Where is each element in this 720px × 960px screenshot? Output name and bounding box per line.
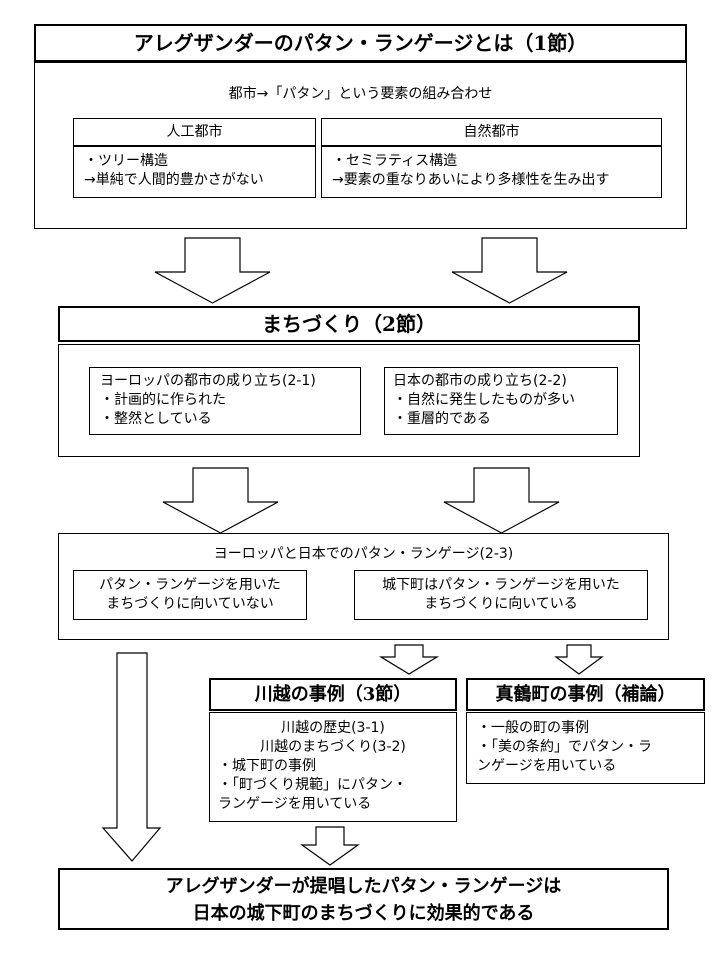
- natural-city-label-box: 自然都市: [321, 118, 662, 146]
- natural-city-content-box: ・セミラティス構造 →要素の重なりあいにより多様性を生み出す: [321, 146, 662, 198]
- artificial-city-label-box: 人工都市: [73, 118, 316, 146]
- manazuru-bullet-1: ・一般の町の事例: [477, 720, 589, 736]
- down-arrow-icon: [154, 237, 271, 304]
- section1-title: アレグザンダーのパタン・ランゲージとは（1節）: [133, 31, 588, 55]
- artificial-city-line-1: ・ツリー構造: [84, 153, 168, 169]
- section1-title-box: アレグザンダーのパタン・ランゲージとは（1節）: [34, 24, 687, 62]
- europe-city-heading: ヨーロッパの都市の成り立ち(2-1): [100, 373, 316, 389]
- europe-city-line-1: ・計画的に作られた: [100, 392, 226, 408]
- natural-city-line-2: →要素の重なりあいにより多様性を生み出す: [332, 172, 610, 188]
- manazuru-title: 真鶴町の事例（補論）: [495, 684, 676, 705]
- section23-right-line-1: 城下町はパタン・ランゲージを用いた: [382, 577, 620, 593]
- japan-city-line-1: ・自然に発生したものが多い: [393, 392, 575, 408]
- artificial-city-content-box: ・ツリー構造 →単純で人間的豊かさがない: [73, 146, 316, 198]
- section2-title-box: まちづくり（2節）: [58, 306, 640, 342]
- japan-city-box: 日本の都市の成り立ち(2-2) ・自然に発生したものが多い ・重層的である: [384, 367, 618, 435]
- japan-city-heading: 日本の都市の成り立ち(2-2): [393, 373, 567, 389]
- natural-city-line-1: ・セミラティス構造: [332, 153, 458, 169]
- kawagoe-title: 川越の事例（3節）: [254, 684, 412, 705]
- conclusion-line-1: アレグザンダーが提唱したパタン・ランゲージは: [165, 876, 562, 897]
- section23-right-line-2: まちづくりに向いている: [424, 596, 578, 612]
- section23-left-line-1: パタン・ランゲージを用いた: [99, 577, 281, 593]
- kawagoe-bullet-2: ・「町づくり規範」にパタン・: [218, 777, 407, 793]
- section23-right-box: 城下町はパタン・ランゲージを用いた まちづくりに向いている: [354, 570, 648, 620]
- section1-subtitle: 都市→「パタン」という要素の組み合わせ: [228, 86, 493, 102]
- section23-heading: ヨーロッパと日本でのパタン・ランゲージ(2-3): [213, 546, 514, 562]
- europe-city-box: ヨーロッパの都市の成り立ち(2-1) ・計画的に作られた ・整然としている: [89, 367, 361, 435]
- kawagoe-bullet-3: ランゲージを用いている: [218, 796, 372, 812]
- down-arrow-icon: [451, 237, 568, 304]
- manazuru-title-box: 真鶴町の事例（補論）: [466, 678, 705, 711]
- down-arrow-icon: [162, 467, 279, 534]
- down-arrow-icon: [101, 652, 162, 862]
- down-arrow-icon: [378, 644, 440, 675]
- conclusion-line-2: 日本の城下町のまちづくりに効果的である: [192, 903, 535, 924]
- natural-city-label: 自然都市: [463, 124, 520, 140]
- manazuru-bullet-2: ・「美の条約」でパタン・ラ: [477, 739, 652, 755]
- manazuru-bullet-3: ンゲージを用いている: [477, 758, 617, 774]
- down-arrow-icon: [554, 644, 604, 675]
- kawagoe-title-box: 川越の事例（3節）: [209, 678, 457, 711]
- kawagoe-machizukuri: 川越のまちづくり(3-2): [260, 739, 406, 755]
- section23-left-box: パタン・ランゲージを用いた まちづくりに向いていない: [73, 570, 307, 620]
- conclusion-box: アレグザンダーが提唱したパタン・ランゲージは 日本の城下町のまちづくりに効果的で…: [58, 868, 669, 930]
- japan-city-line-2: ・重層的である: [393, 411, 491, 427]
- section23-left-line-2: まちづくりに向いていない: [106, 596, 274, 612]
- kawagoe-content-box: 川越の歴史(3-1) 川越のまちづくり(3-2) ・城下町の事例 ・「町づくり規…: [209, 712, 457, 822]
- europe-city-line-2: ・整然としている: [100, 411, 212, 427]
- artificial-city-line-2: →単純で人間的豊かさがない: [84, 172, 264, 188]
- kawagoe-bullet-1: ・城下町の事例: [218, 758, 316, 774]
- section2-title: まちづくり（2節）: [262, 312, 436, 336]
- kawagoe-history: 川越の歴史(3-1): [281, 720, 385, 736]
- artificial-city-label: 人工都市: [166, 124, 223, 140]
- down-arrow-icon: [300, 826, 360, 866]
- down-arrow-icon: [443, 467, 560, 534]
- manazuru-content-box: ・一般の町の事例 ・「美の条約」でパタン・ラ ンゲージを用いている: [466, 712, 705, 784]
